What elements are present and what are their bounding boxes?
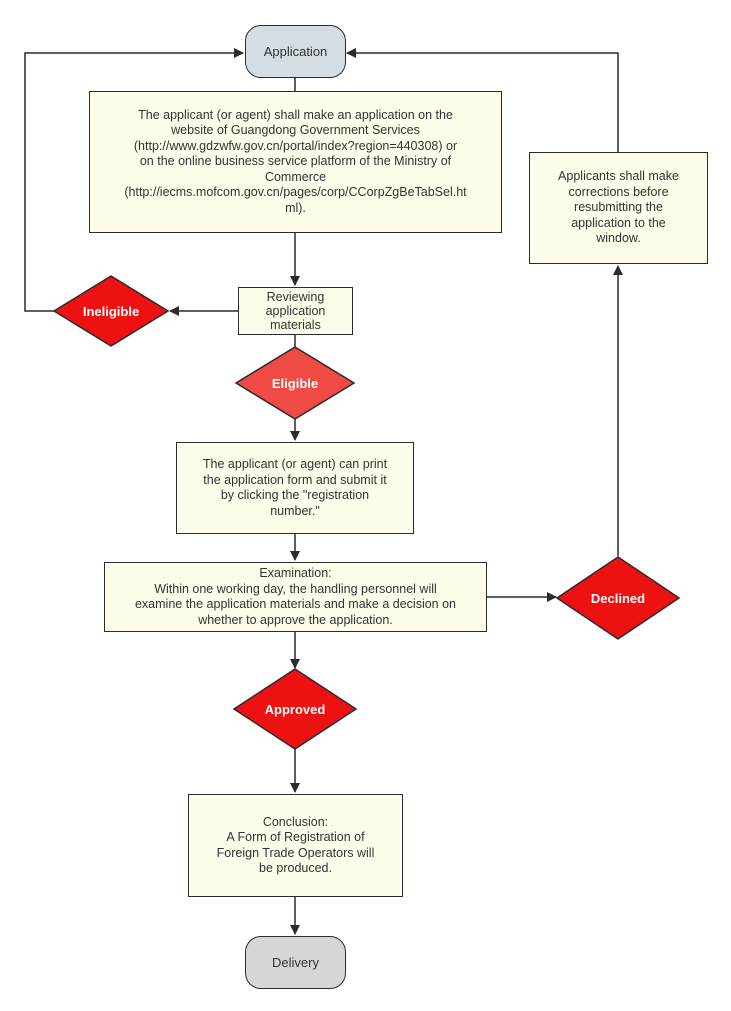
corrections-step: Applicants shall make corrections before… <box>529 152 708 264</box>
conclusion-step: Conclusion: A Form of Registration of Fo… <box>188 794 403 897</box>
declined-diamond <box>555 556 681 640</box>
approved-diamond <box>232 668 358 750</box>
apply-online-step: The applicant (or agent) shall make an a… <box>89 91 502 233</box>
eligible-diamond <box>234 346 356 420</box>
print-application-step: The applicant (or agent) can print the a… <box>176 442 414 534</box>
examination-step: Examination: Within one working day, the… <box>104 562 487 632</box>
reviewing-materials-step: Reviewing application materials <box>238 287 353 335</box>
connector-ineligible-to-application <box>24 48 244 312</box>
delivery-terminal: Delivery <box>245 936 346 989</box>
application-terminal: Application <box>245 25 346 78</box>
ineligible-diamond <box>52 275 170 347</box>
connector-corrections-to-application <box>346 48 619 152</box>
